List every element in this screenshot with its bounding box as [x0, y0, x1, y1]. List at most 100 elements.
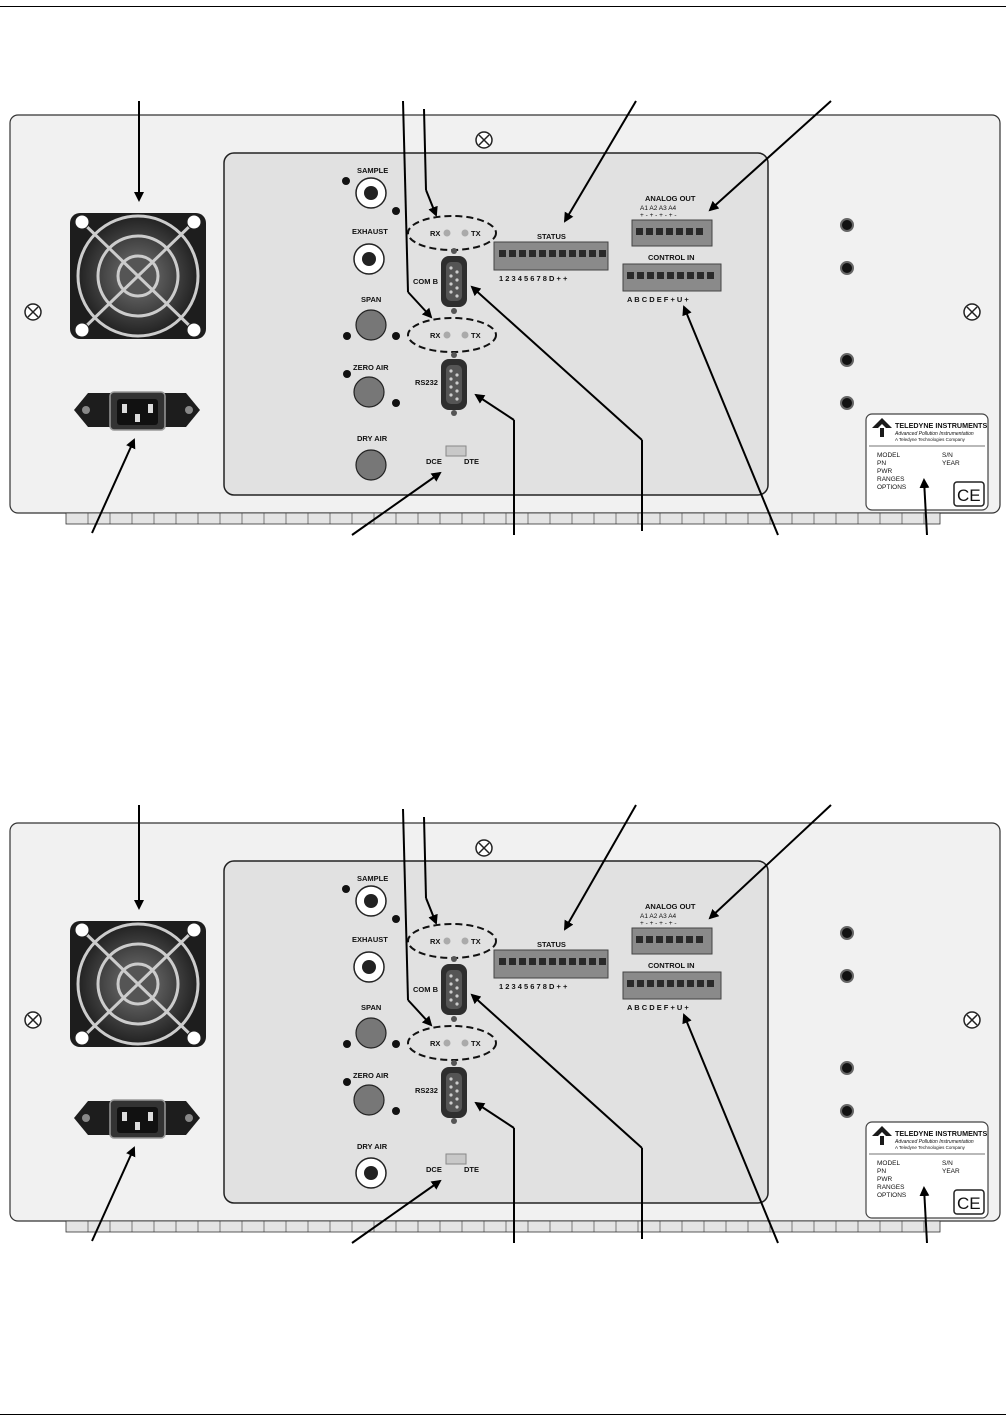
analog-out-terminal-block: ANALOG OUT A1 A2 A3 A4 + - + - + - + - [631, 194, 713, 247]
svg-text:ZERO AIR: ZERO AIR [353, 363, 389, 372]
rs232-db9-connector: RS232 [415, 1060, 467, 1124]
screw-icon [475, 839, 493, 857]
rear-panel-2: SAMPLE EXHAUST SPAN ZERO AIR DRY AIR RX … [9, 804, 1001, 1244]
svg-text:Advanced Pollution Instrumenta: Advanced Pollution Instrumentation [894, 431, 974, 437]
chassis-feet [65, 512, 941, 525]
svg-text:OPTIONS: OPTIONS [877, 1192, 907, 1199]
svg-text:TX: TX [471, 1039, 481, 1048]
chassis-feet [65, 1220, 941, 1233]
screw-icon [963, 303, 981, 321]
page-top-rule [0, 6, 1006, 7]
svg-text:TELEDYNE INSTRUMENTS: TELEDYNE INSTRUMENTS [895, 1129, 987, 1138]
svg-text:+ - + - + - + -: + - + - + - + - [640, 212, 676, 219]
svg-text:TX: TX [471, 937, 481, 946]
screw-icon [963, 1011, 981, 1029]
svg-text:CONTROL IN: CONTROL IN [648, 961, 695, 970]
svg-text:ANALOG OUT: ANALOG OUT [645, 902, 696, 911]
svg-text:STATUS: STATUS [537, 232, 566, 241]
svg-text:TX: TX [471, 331, 481, 340]
svg-text:1 2 3 4 5 6 7 8 D + +: 1 2 3 4 5 6 7 8 D + + [499, 982, 568, 991]
teledyne-logo-icon [872, 418, 892, 437]
zero-air-port: ZERO AIR [343, 363, 400, 408]
rear-panel-1: SAMPLE EXHAUST SPAN ZERO AIR DRY AIR RX … [9, 100, 1001, 536]
sample-port: SAMPLE [342, 166, 400, 215]
rs232-db9-connector: RS232 [415, 352, 467, 416]
svg-text:Advanced Pollution Instrumenta: Advanced Pollution Instrumentation [894, 1139, 974, 1145]
mounting-holes [840, 218, 854, 410]
callout-arrows-top [134, 804, 832, 1027]
com-b-db9-connector: COM B [413, 248, 467, 314]
status-terminal-block: STATUS 1 2 3 4 5 6 7 8 D + + [493, 940, 609, 991]
screw-icon [24, 303, 42, 321]
callout-arrows-bottom [91, 285, 930, 536]
svg-text:SAMPLE: SAMPLE [357, 166, 388, 175]
page-bottom-rule [0, 1414, 1006, 1415]
dry-air-port: DRY AIR [355, 1142, 388, 1189]
svg-text:RX: RX [430, 937, 440, 946]
svg-text:1 2 3 4 5 6 7 8 D + +: 1 2 3 4 5 6 7 8 D + + [499, 274, 568, 283]
connector-panel [223, 152, 769, 496]
svg-text:DCE: DCE [426, 1165, 442, 1174]
svg-text:OPTIONS: OPTIONS [877, 484, 907, 491]
svg-text:+ - + - + - + -: + - + - + - + - [640, 920, 676, 927]
svg-text:SPAN: SPAN [361, 1003, 381, 1012]
svg-text:RANGES: RANGES [877, 1184, 905, 1191]
zero-air-port: ZERO AIR [343, 1071, 400, 1116]
nameplate-label: TELEDYNE INSTRUMENTS Advanced Pollution … [865, 413, 989, 511]
teledyne-logo-icon [872, 1126, 892, 1145]
svg-text:STATUS: STATUS [537, 940, 566, 949]
exhaust-port: EXHAUST [352, 935, 388, 983]
svg-text:RX: RX [430, 229, 440, 238]
svg-text:EXHAUST: EXHAUST [352, 935, 388, 944]
svg-text:A Teledyne Technologies Compan: A Teledyne Technologies Company [895, 437, 966, 442]
svg-text:RANGES: RANGES [877, 476, 905, 483]
com-b-db9-connector: COM B [413, 956, 467, 1022]
callout-arrows-top [134, 100, 832, 319]
svg-text:PN: PN [877, 460, 886, 467]
span-port: SPAN [343, 295, 400, 341]
svg-text:S/N: S/N [942, 1160, 953, 1167]
dce-dte-switch: DCE DTE [426, 445, 479, 466]
ac-power-inlet-icon [74, 1099, 200, 1139]
svg-text:SPAN: SPAN [361, 295, 381, 304]
svg-text:A1 A2 A3 A4: A1 A2 A3 A4 [640, 205, 677, 212]
svg-text:RS232: RS232 [415, 378, 438, 387]
exhaust-port: EXHAUST [352, 227, 388, 275]
dce-dte-switch: DCE DTE [426, 1153, 479, 1174]
svg-text:PN: PN [877, 1168, 886, 1175]
nameplate-label: TELEDYNE INSTRUMENTS Advanced Pollution … [865, 1121, 989, 1219]
svg-text:DRY AIR: DRY AIR [357, 1142, 388, 1151]
svg-text:CE: CE [957, 1194, 981, 1213]
svg-text:A B C D E F + U +: A B C D E F + U + [627, 295, 689, 304]
cooling-fan-icon [70, 921, 206, 1047]
cooling-fan-icon [70, 213, 206, 339]
svg-text:RX: RX [430, 1039, 440, 1048]
ac-power-inlet-icon [74, 391, 200, 431]
rs232-rx-tx-leds: RX TX [407, 1025, 497, 1061]
svg-text:TX: TX [471, 229, 481, 238]
span-port: SPAN [343, 1003, 400, 1049]
rs232-rx-tx-leds: RX TX [407, 317, 497, 353]
mounting-holes [840, 926, 854, 1118]
svg-text:PWR: PWR [877, 468, 892, 475]
svg-text:YEAR: YEAR [942, 1168, 960, 1175]
svg-text:ANALOG OUT: ANALOG OUT [645, 194, 696, 203]
svg-text:A Teledyne Technologies Compan: A Teledyne Technologies Company [895, 1145, 966, 1150]
svg-text:MODEL: MODEL [877, 452, 901, 459]
svg-text:YEAR: YEAR [942, 460, 960, 467]
control-in-terminal-block: CONTROL IN A B C D E F + U + [622, 961, 722, 1012]
svg-text:MODEL: MODEL [877, 1160, 901, 1167]
analog-out-terminal-block: ANALOG OUT A1 A2 A3 A4 + - + - + - + - [631, 902, 713, 955]
svg-text:COM B: COM B [413, 277, 439, 286]
svg-text:PWR: PWR [877, 1176, 892, 1183]
svg-text:CONTROL IN: CONTROL IN [648, 253, 695, 262]
svg-text:DCE: DCE [426, 457, 442, 466]
svg-text:DTE: DTE [464, 1165, 479, 1174]
svg-text:DTE: DTE [464, 457, 479, 466]
callout-arrows-bottom [91, 993, 930, 1244]
screw-icon [475, 131, 493, 149]
svg-text:A1 A2 A3 A4: A1 A2 A3 A4 [640, 913, 677, 920]
connector-panel [223, 860, 769, 1204]
dry-air-port: DRY AIR [355, 434, 388, 481]
svg-text:TELEDYNE INSTRUMENTS: TELEDYNE INSTRUMENTS [895, 421, 987, 430]
